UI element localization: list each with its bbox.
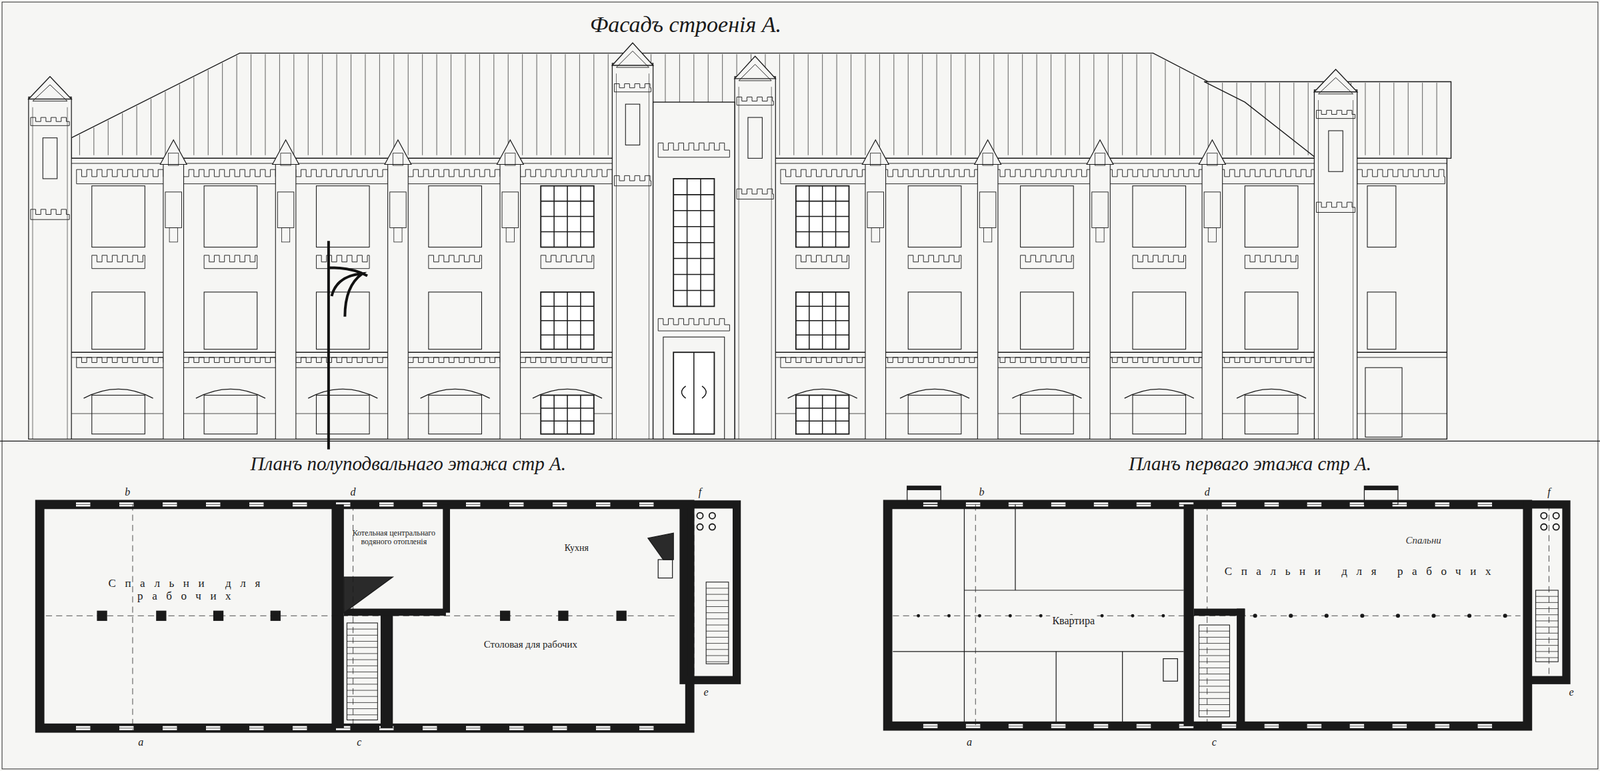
room-label: Спальни для рабочих	[68, 576, 309, 603]
axis-letter: e	[704, 686, 709, 698]
handwritten-note: Спальни	[1406, 535, 1442, 547]
axis-letter: d	[1204, 486, 1210, 498]
room-label: Квартира	[1050, 614, 1097, 626]
axis-letter: c	[356, 736, 362, 748]
room-label: Кухня	[564, 542, 589, 554]
plan-heading: Планъ перваго этажа стр А.	[1128, 453, 1372, 476]
axis-letter: b	[124, 486, 130, 498]
plan-heading: Планъ полуподвальнаго этажа стр А.	[250, 453, 566, 476]
axis-letter: f	[698, 486, 702, 498]
axis-letter: d	[350, 486, 356, 498]
room-label: Спальни для рабочих	[1222, 564, 1502, 578]
axis-letter: b	[978, 486, 984, 498]
axis-letter: a	[138, 736, 144, 748]
room-label: Столовая для рабочих	[484, 639, 578, 651]
axis-letter: e	[1569, 686, 1574, 698]
room-label: Котельная центральнаго водяного отоплені…	[347, 528, 441, 548]
drawing-title: Фасадъ строенія А.	[590, 11, 782, 38]
axis-letter: f	[1547, 486, 1550, 498]
axis-letter: a	[966, 736, 972, 748]
axis-letter: c	[1212, 736, 1217, 748]
